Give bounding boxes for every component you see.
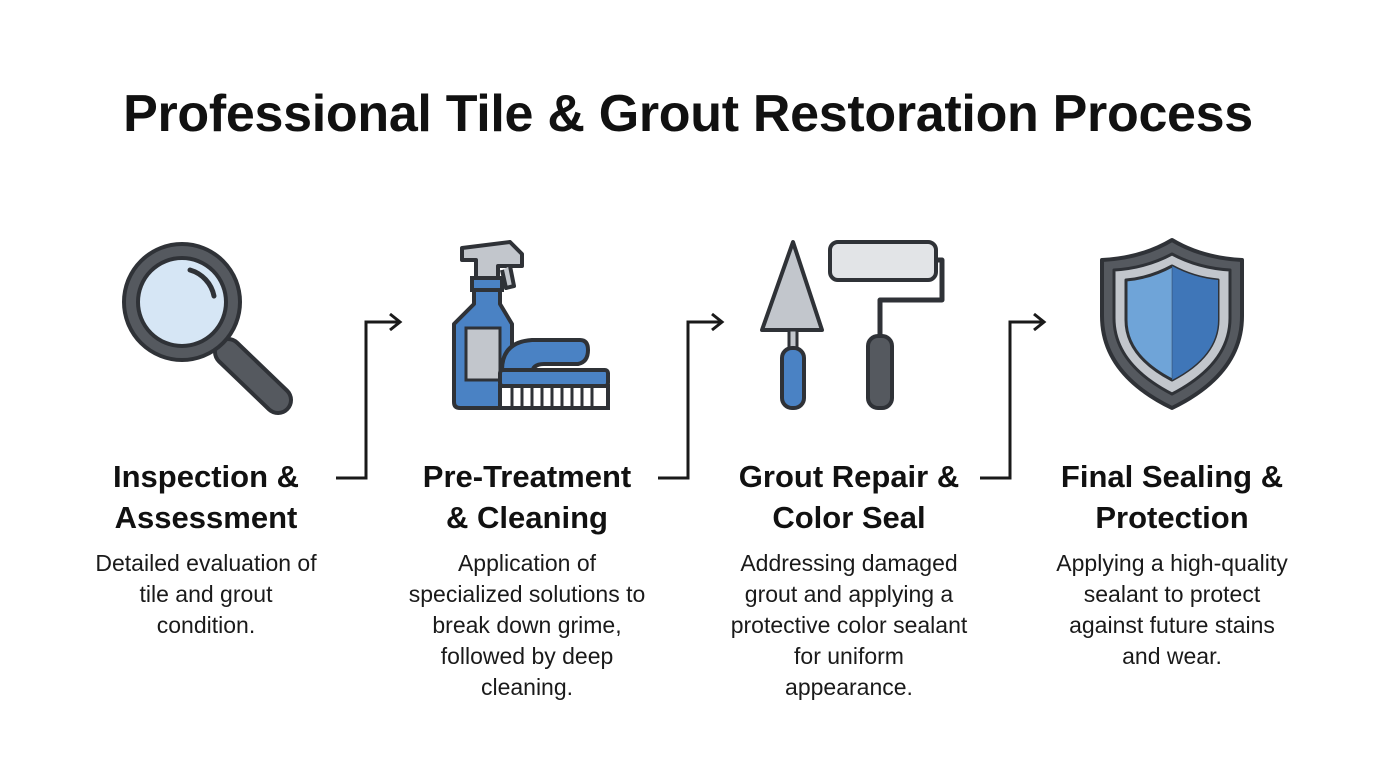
step-4-desc-line: Applying a high-quality [1056,550,1288,576]
step-4-desc-line: sealant to protect [1083,581,1261,607]
step-1-title-line-1: Inspection & [112,459,299,494]
step-1-title-line-2: Assessment [114,500,298,535]
connector-arrow-1 [336,312,403,480]
step-3-desc-line: appearance. [785,674,913,700]
step-3-desc-line: for uniform [794,643,904,669]
connector-arrow-2 [658,312,725,480]
trowel-roller-icon [760,240,945,410]
step-2-description: Application of specialized solutions to … [377,548,677,703]
step-1-desc-line: tile and grout [139,581,273,607]
step-3-title-line-1: Grout Repair & [738,459,960,494]
step-3-title-line-2: Color Seal [772,500,926,535]
step-2-title-line-1: Pre-Treatment [422,459,632,494]
step-3-desc-line: grout and applying a [744,581,954,607]
step-4-title-line-1: Final Sealing & [1060,459,1284,494]
step-2-desc-line: specialized solutions to [408,581,646,607]
step-1-title: Inspection & Assessment [56,456,356,538]
step-2-desc-line: cleaning. [480,674,574,700]
magnifying-glass-icon [122,242,293,415]
step-3-desc-line: Addressing damaged [740,550,958,576]
step-4-title-line-2: Protection [1095,500,1249,535]
step-2-desc-line: Application of [457,550,597,576]
shield-icon [1100,238,1244,410]
connector-arrow-3 [980,312,1047,480]
step-2-title: Pre-Treatment & Cleaning [377,456,677,538]
step-2-title-line-2: & Cleaning [446,500,608,535]
page-title: Professional Tile & Grout Restoration Pr… [123,85,1253,143]
step-4-description: Applying a high-quality sealant to prote… [1022,548,1322,672]
step-4-desc-line: and wear. [1122,643,1222,669]
step-1-desc-line: Detailed evaluation of [95,550,317,576]
step-3-description: Addressing damaged grout and applying a … [699,548,999,703]
step-4-desc-line: against future stains [1069,612,1275,638]
step-3-desc-line: protective color sealant [730,612,968,638]
step-1-desc-line: condition. [156,612,256,638]
step-4-title: Final Sealing & Protection [1022,456,1322,538]
step-1-description: Detailed evaluation of tile and grout co… [56,548,356,641]
step-2-desc-line: break down grime, [432,612,622,638]
spray-bottle-brush-icon [452,240,610,410]
step-2-desc-line: followed by deep [440,643,614,669]
step-3-title: Grout Repair & Color Seal [699,456,999,538]
